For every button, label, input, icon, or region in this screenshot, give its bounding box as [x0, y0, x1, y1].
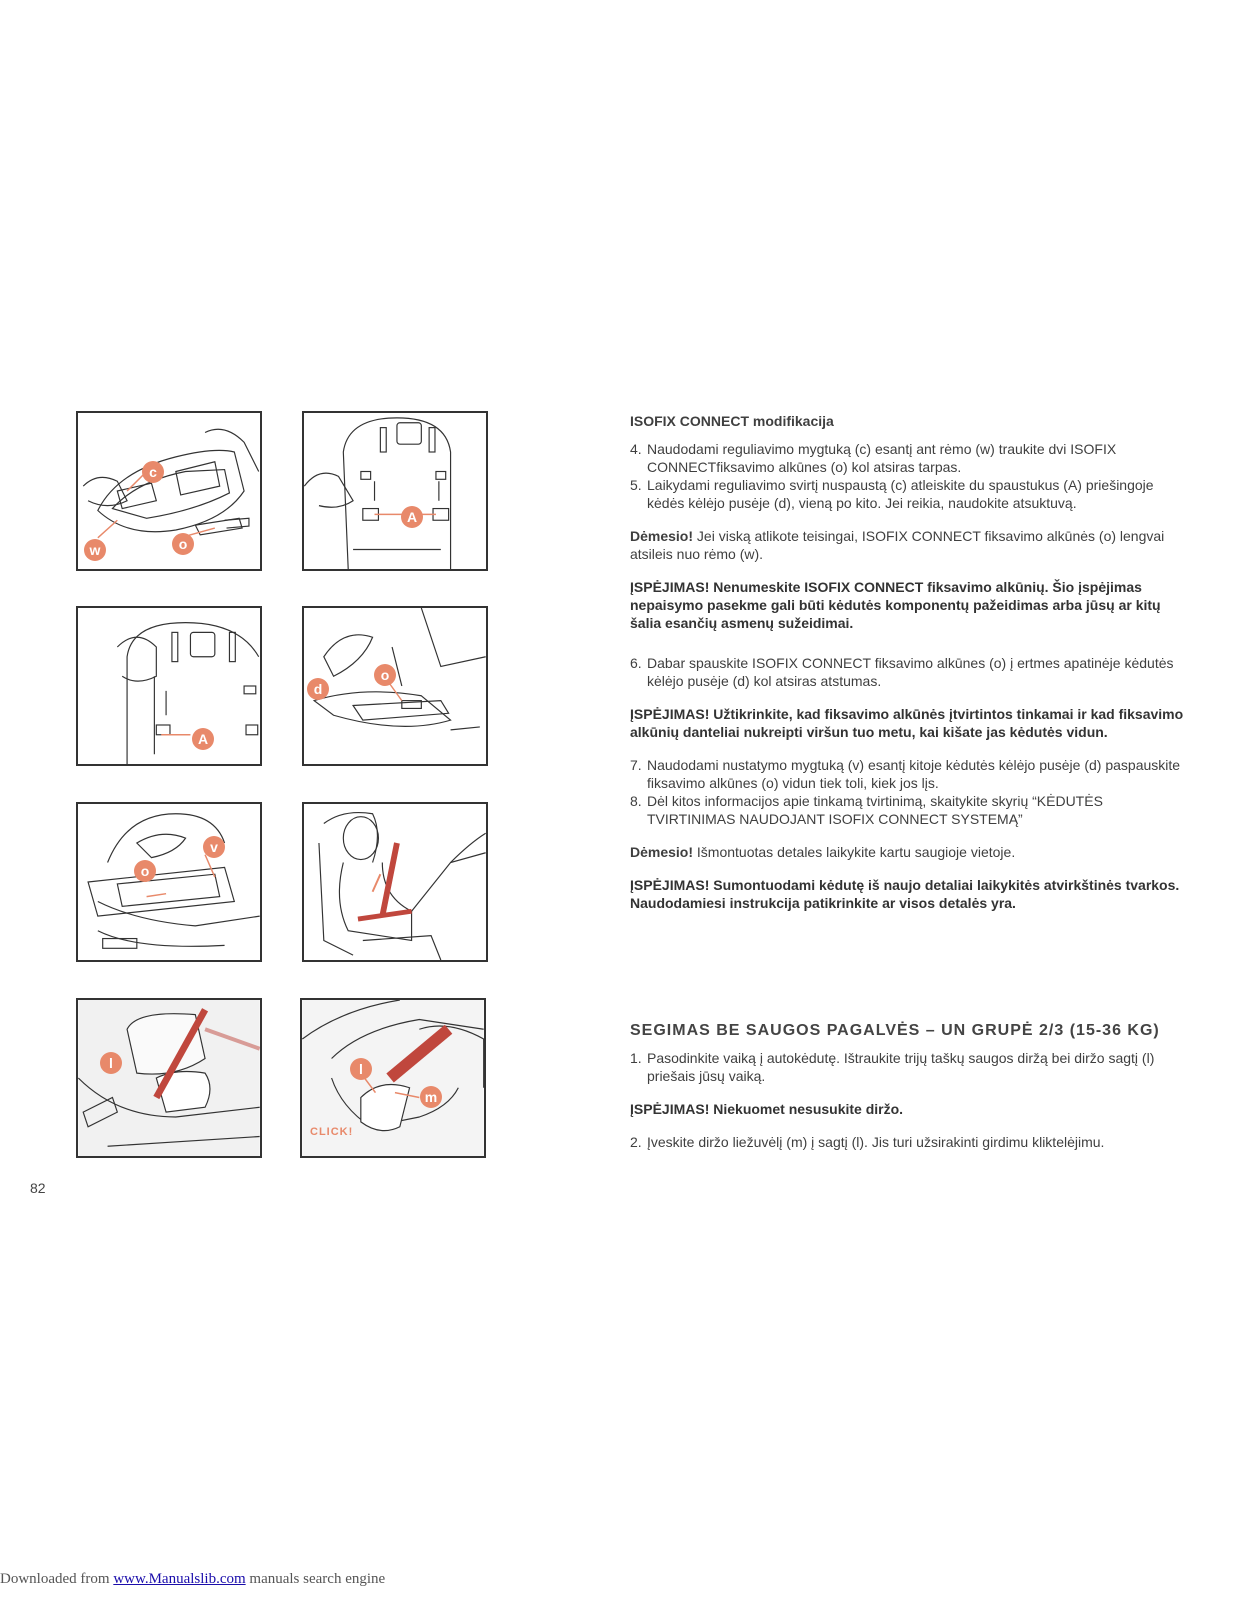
step-text: Dėl kitos informacijos apie tinkamą tvir…: [647, 793, 1103, 827]
figure-7: l: [76, 998, 262, 1158]
list-item: 4. Naudodami reguliavimo mygtuką (c) esan…: [630, 440, 1190, 476]
footer-suffix: manuals search engine: [245, 1571, 386, 1587]
figure-5: o v: [76, 802, 262, 962]
label-A: A: [401, 506, 423, 528]
label-l: l: [350, 1058, 372, 1080]
figure-8-drawing: [302, 1000, 484, 1156]
step-number: 5.: [630, 477, 642, 493]
isofix-warning-1: ĮSPĖJIMAS! Nenumeskite ISOFIX CONNECT fi…: [630, 579, 1161, 631]
isofix-warning-2: ĮSPĖJIMAS! Užtikrinkite, kad fiksavimo a…: [630, 706, 1184, 740]
isofix-warning-3: ĮSPĖJIMAS! Sumontuodami kėdutę iš naujo …: [630, 877, 1180, 911]
label-c: c: [142, 461, 164, 483]
download-footer: Downloaded from www.Manualslib.com manua…: [0, 1571, 385, 1588]
manualslib-link[interactable]: www.Manualslib.com: [113, 1571, 246, 1587]
step-number: 1.: [630, 1050, 642, 1066]
label-m: m: [420, 1086, 442, 1108]
list-item: 6. Dabar spauskite ISOFIX CONNECT fiksavi…: [630, 654, 1190, 690]
step-number: 4.: [630, 441, 642, 457]
figure-2-drawing: [304, 417, 452, 569]
isofix-steps-c: 7. Naudodami nustatymo mygtuką (v) esantį…: [630, 756, 1190, 828]
step-text: Laikydami reguliavimo svirtį nuspaustą (…: [647, 477, 1154, 511]
isofix-steps-b: 6. Dabar spauskite ISOFIX CONNECT fiksavi…: [630, 654, 1190, 690]
segimas-heading: SEGIMAS BE SAUGOS PAGALVĖS – UN GRUPĖ 2/…: [630, 1022, 1160, 1039]
step-text: Naudodami nustatymo mygtuką (v) esantį k…: [647, 757, 1181, 791]
figure-6: [302, 802, 488, 962]
segimas-steps-a: 1. Pasodinkite vaiką į autokėdutę. Ištrau…: [630, 1049, 1190, 1085]
list-item: 7. Naudodami nustatymo mygtuką (v) esantį…: [630, 756, 1190, 792]
figure-4-drawing: [312, 608, 486, 731]
isofix-note-2: Dėmesio! Išmontuotas detales laikykite k…: [630, 843, 1190, 861]
page-number: 82: [30, 1180, 46, 1196]
label-o: o: [172, 533, 194, 555]
step-number: 7.: [630, 757, 642, 773]
figure-5-drawing: [87, 813, 260, 949]
figure-2: A: [302, 411, 488, 571]
list-item: 1. Pasodinkite vaiką į autokėdutę. Ištrau…: [630, 1049, 1190, 1085]
note-label: Dėmesio!: [630, 844, 694, 860]
figure-1: c w o: [76, 411, 262, 571]
step-text: Naudodami reguliavimo mygtuką (c) esantį…: [647, 441, 1117, 475]
step-text: Dabar spauskite ISOFIX CONNECT fiksavimo…: [647, 655, 1174, 689]
list-item: 5. Laikydami reguliavimo svirtį nuspaustą…: [630, 476, 1190, 512]
step-text: Įveskite diržo liežuvėlį (m) į sagtį (l)…: [647, 1134, 1105, 1150]
isofix-note-1: Dėmesio! Jei viską atlikote teisingai, I…: [630, 527, 1190, 563]
label-d: d: [307, 678, 329, 700]
figure-4: d o: [302, 606, 488, 766]
label-l: l: [100, 1052, 122, 1074]
list-item: 2. Įveskite diržo liežuvėlį (m) į sagtį (…: [630, 1133, 1190, 1151]
isofix-steps-a: 4. Naudodami reguliavimo mygtuką (c) esan…: [630, 440, 1190, 512]
segimas-steps-b: 2. Įveskite diržo liežuvėlį (m) į sagtį (…: [630, 1133, 1190, 1151]
click-label: CLICK!: [310, 1126, 354, 1138]
label-v: v: [203, 836, 225, 858]
figure-6-drawing: [318, 811, 486, 960]
list-item: 8. Dėl kitos informacijos apie tinkamą tv…: [630, 792, 1190, 828]
figure-8: l m CLICK!: [300, 998, 486, 1158]
segimas-warning: ĮSPĖJIMAS! Niekuomet nesusukite diržo.: [630, 1101, 904, 1117]
isofix-heading: ISOFIX CONNECT modifikacija: [630, 413, 834, 429]
figure-7-drawing: [78, 1000, 260, 1156]
isofix-section: ISOFIX CONNECT modifikacija 4. Naudodami …: [630, 412, 1190, 912]
figure-3: A: [76, 606, 262, 766]
figure-3-drawing: [116, 622, 260, 764]
note-text: Jei viską atlikote teisingai, ISOFIX CON…: [630, 528, 1165, 562]
step-number: 8.: [630, 793, 642, 809]
segimas-section: SEGIMAS BE SAUGOS PAGALVĖS – UN GRUPĖ 2/…: [630, 1022, 1190, 1151]
note-text: Išmontuotas detales laikykite kartu saug…: [693, 844, 1016, 860]
footer-prefix: Downloaded from: [0, 1571, 114, 1587]
note-label: Dėmesio!: [630, 528, 694, 544]
label-o: o: [374, 664, 396, 686]
label-w: w: [84, 539, 106, 561]
step-number: 2.: [630, 1134, 642, 1150]
label-o: o: [134, 860, 156, 882]
step-number: 6.: [630, 655, 642, 671]
step-text: Pasodinkite vaiką į autokėdutę. Ištrauki…: [647, 1050, 1155, 1084]
label-A: A: [192, 728, 214, 750]
